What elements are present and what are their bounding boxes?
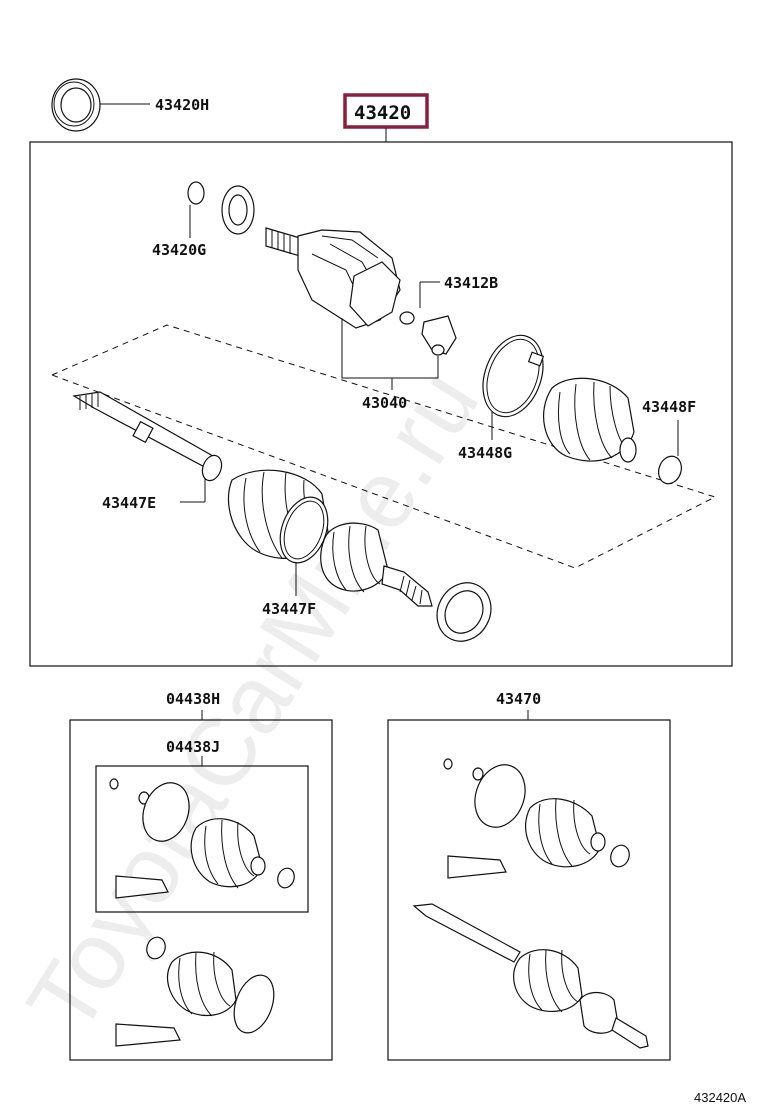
kit-04438H-frame	[69, 719, 333, 1061]
part-outboard-joint[interactable]	[320, 522, 433, 607]
label-43412B[interactable]: 43412B	[444, 274, 498, 292]
label-43448G[interactable]: 43448G	[458, 444, 512, 462]
part-hub-seal[interactable]	[427, 573, 501, 650]
figure-code: 432420A	[694, 1090, 746, 1105]
part-inboard-boot[interactable]	[543, 377, 637, 463]
part-43420G-ring[interactable]	[187, 181, 205, 205]
part-43412B-snap-ring[interactable]	[399, 311, 415, 325]
label-43447F[interactable]: 43447F	[262, 600, 316, 618]
label-43447E[interactable]: 43447E	[102, 494, 156, 512]
highlight-box-43420	[343, 93, 429, 129]
kit-43470-contents[interactable]	[412, 758, 649, 1049]
label-43420H[interactable]: 43420H	[155, 96, 209, 114]
part-43040-joint-housing[interactable]	[265, 227, 401, 329]
part-drive-shaft[interactable]	[72, 391, 221, 473]
label-43040[interactable]: 43040	[362, 394, 407, 412]
kit-04438J-frame	[95, 765, 309, 913]
label-43448F[interactable]: 43448F	[642, 398, 696, 416]
label-43420[interactable]: 43420	[354, 102, 411, 124]
label-04438J[interactable]: 04438J	[166, 738, 220, 756]
kit-04438H-contents[interactable]	[115, 935, 281, 1047]
part-43420G-seal[interactable]	[221, 185, 255, 235]
kit-43470-frame	[387, 719, 671, 1061]
kit-04438J-contents[interactable]	[109, 776, 297, 899]
part-43420H-seal[interactable]	[51, 78, 101, 132]
label-04438H[interactable]: 04438H	[166, 690, 220, 708]
part-43448F-small-clamp[interactable]	[655, 453, 685, 487]
part-tripod-joint[interactable]	[421, 315, 457, 356]
part-43447E-clamp[interactable]	[199, 453, 225, 484]
watermark-text: ToyotaCarMine.ru	[7, 352, 499, 1051]
label-43420G[interactable]: 43420G	[152, 241, 206, 259]
label-43470[interactable]: 43470	[496, 690, 541, 708]
part-43448G-boot-clamp[interactable]	[472, 327, 553, 425]
main-assembly-frame	[29, 141, 733, 667]
